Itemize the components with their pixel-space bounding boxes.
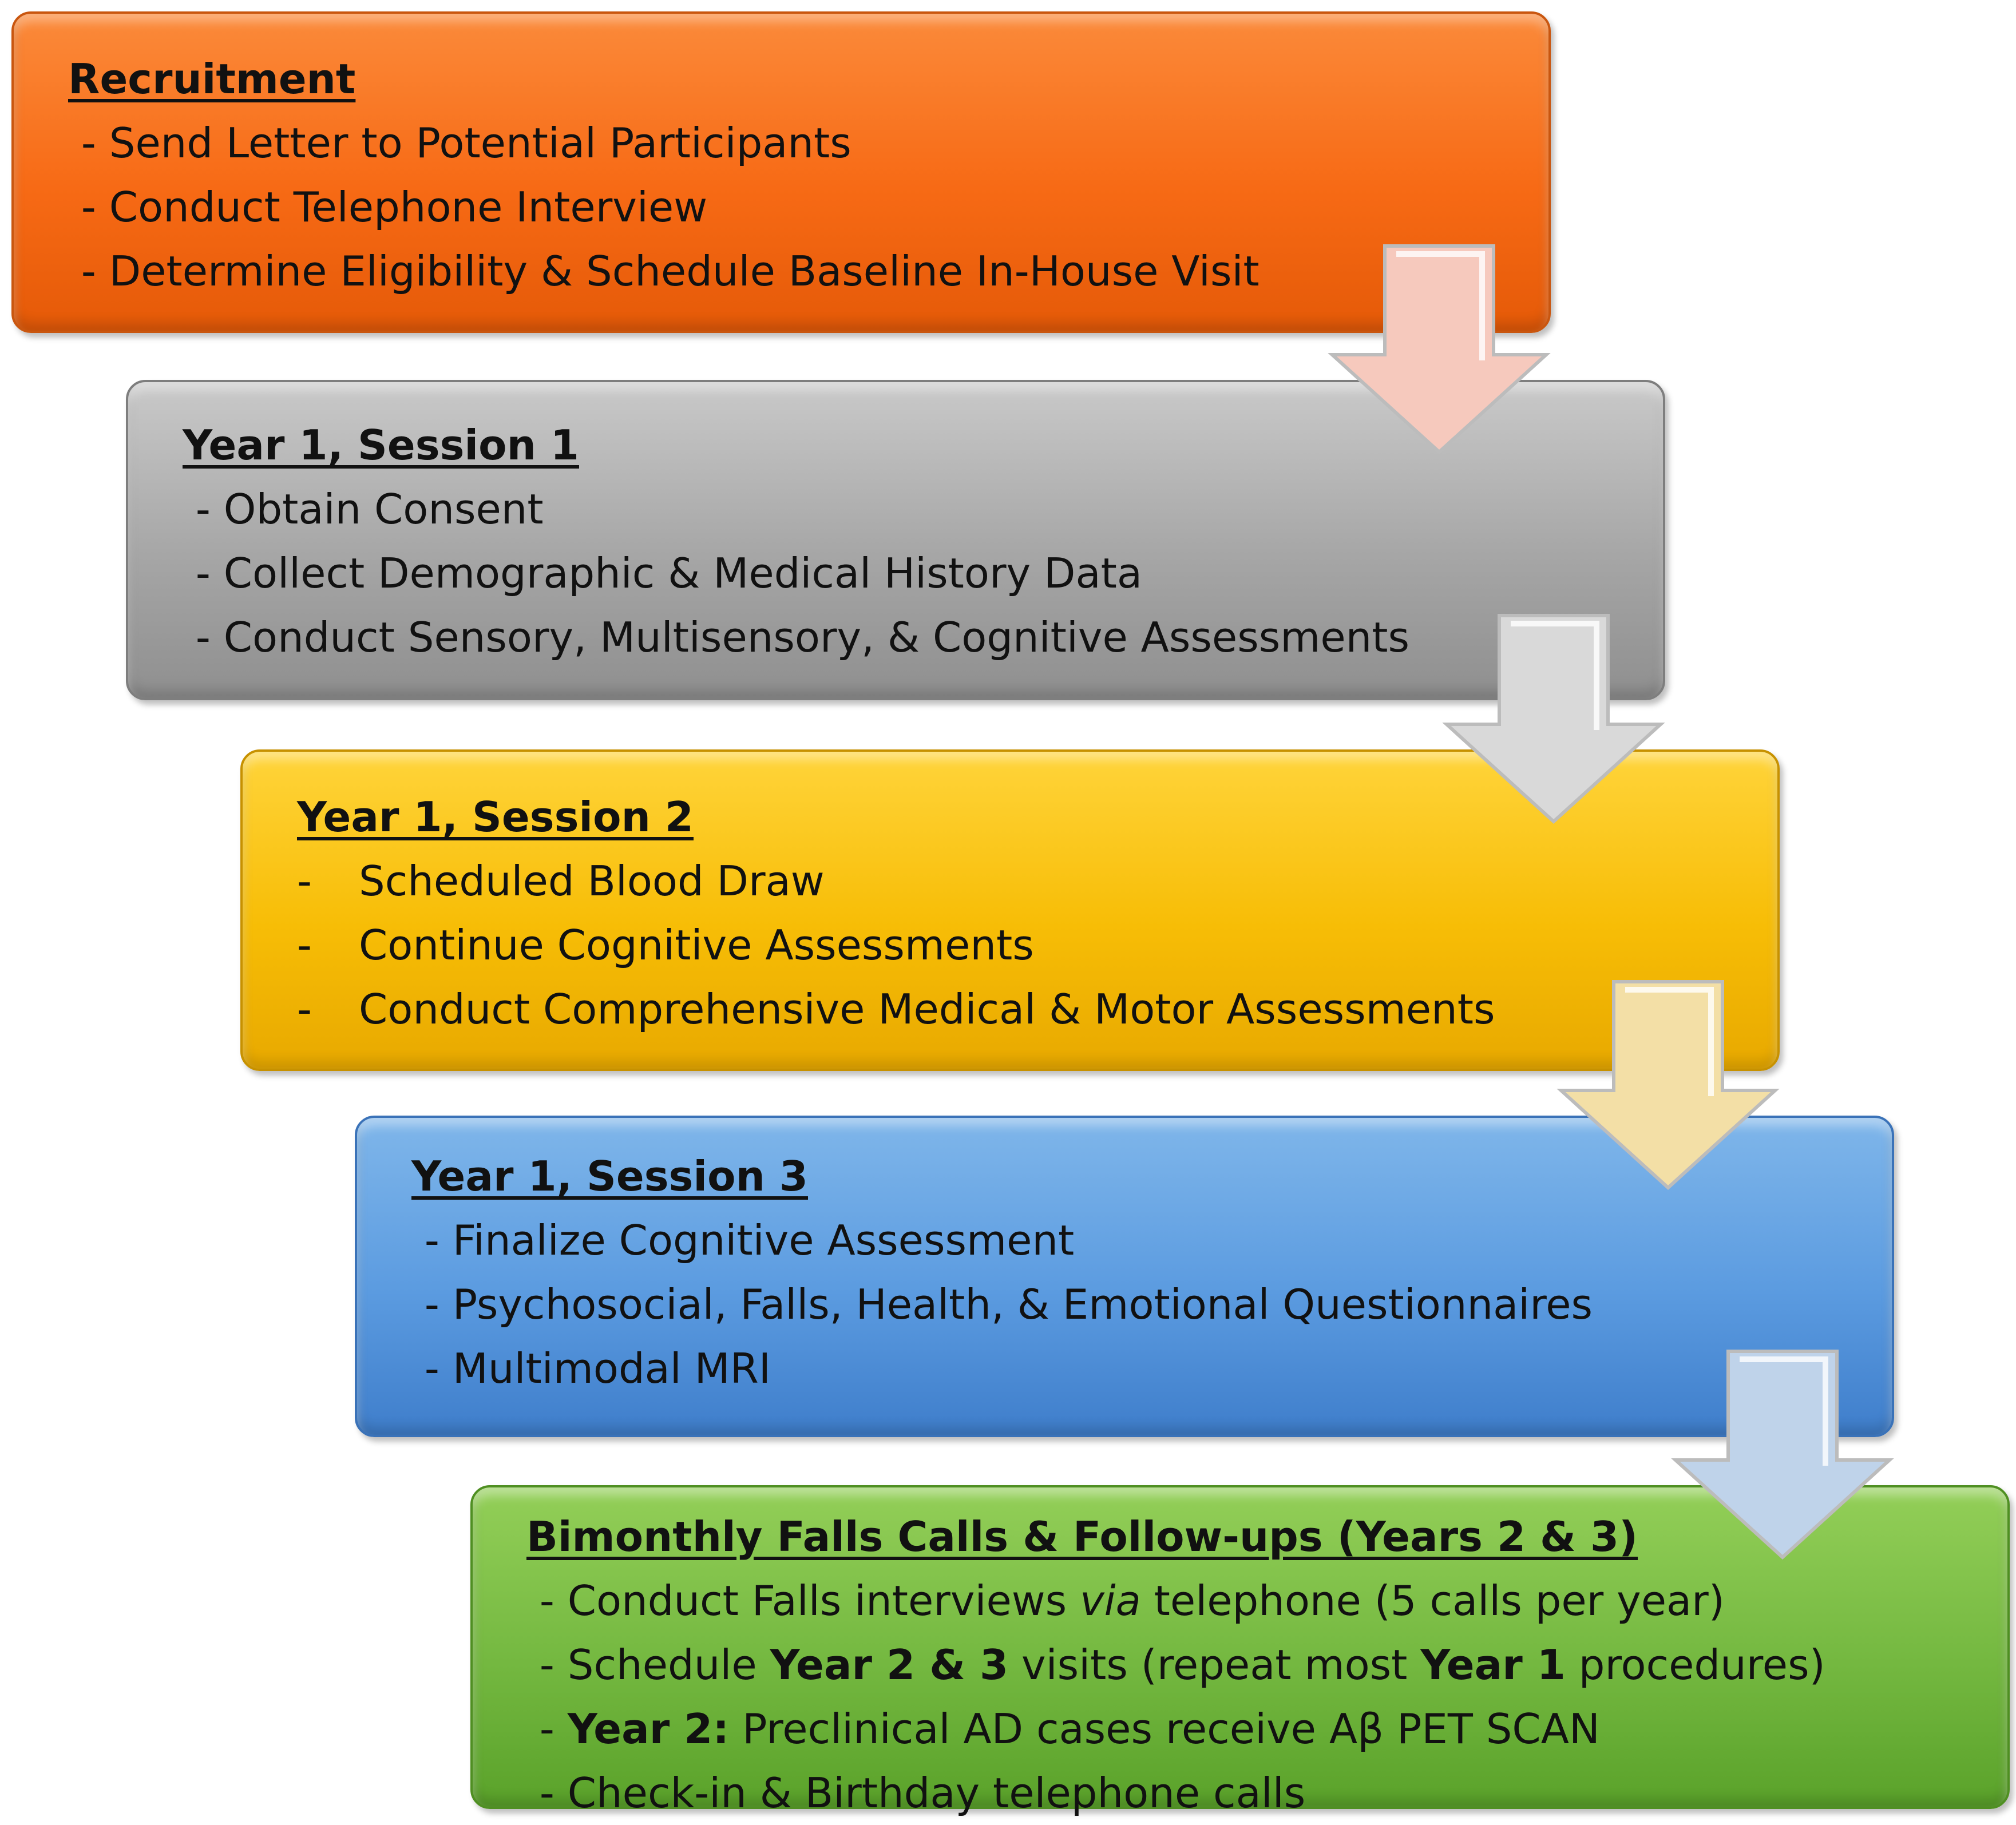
list-bullet-dash: - bbox=[526, 1705, 568, 1753]
list-item: - Send Letter to Potential Participants bbox=[68, 111, 1548, 175]
list-bullet-dash: - bbox=[526, 1641, 568, 1689]
list-bullet-dash: - bbox=[297, 985, 312, 1033]
text-run: Determine Eligibility & Schedule Baselin… bbox=[109, 247, 1259, 295]
text-run: Conduct Comprehensive Medical & Motor As… bbox=[359, 985, 1495, 1033]
list-bullet-dash: - bbox=[183, 613, 224, 661]
text-run: Year 2 & 3 bbox=[770, 1641, 1009, 1689]
list-item: -Continue Cognitive Assessments bbox=[297, 913, 1777, 977]
step-year1-session3: Year 1, Session 3 - Finalize Cognitive A… bbox=[355, 1116, 1894, 1437]
list-bullet-dash: - bbox=[68, 183, 109, 231]
list-bullet-dash: - bbox=[68, 119, 109, 167]
list-item-text: Conduct Telephone Interview bbox=[109, 175, 707, 239]
text-run: Conduct Telephone Interview bbox=[109, 183, 708, 231]
step-recruitment: Recruitment - Send Letter to Potential P… bbox=[11, 11, 1551, 333]
list-item-text: Check-in & Birthday telephone calls bbox=[568, 1761, 1305, 1825]
list-item-text: Finalize Cognitive Assessment bbox=[453, 1208, 1075, 1272]
text-run: Finalize Cognitive Assessment bbox=[452, 1216, 1075, 1264]
list-item: -Scheduled Blood Draw bbox=[297, 849, 1777, 913]
down-arrow-shape bbox=[1442, 614, 1665, 824]
list-item: - Psychosocial, Falls, Health, & Emotion… bbox=[411, 1272, 1892, 1336]
text-run: Schedule bbox=[567, 1641, 770, 1689]
list-item-text: Psychosocial, Falls, Health, & Emotional… bbox=[453, 1272, 1593, 1336]
step-year1-session1: Year 1, Session 1 - Obtain Consent - Col… bbox=[126, 380, 1665, 700]
down-arrow-shape bbox=[1556, 980, 1780, 1191]
list-item-text: Send Letter to Potential Participants bbox=[109, 111, 851, 175]
list-item: - Schedule Year 2 & 3 visits (repeat mos… bbox=[526, 1633, 2007, 1697]
text-run: Obtain Consent bbox=[223, 485, 544, 533]
list-bullet-dash: - bbox=[68, 247, 109, 295]
down-arrow-icon bbox=[1442, 614, 1665, 824]
list-item: - Collect Demographic & Medical History … bbox=[183, 541, 1663, 605]
list-item: - Check-in & Birthday telephone calls bbox=[526, 1761, 2007, 1825]
list-item: - Conduct Falls interviews via telephone… bbox=[526, 1569, 2007, 1633]
down-arrow-shape bbox=[1328, 244, 1551, 455]
list-item-text: Conduct Comprehensive Medical & Motor As… bbox=[359, 977, 1495, 1041]
list-item-text: Conduct Sensory, Multisensory, & Cogniti… bbox=[224, 605, 1409, 669]
list-item-text: Continue Cognitive Assessments bbox=[359, 913, 1034, 977]
list-bullet-dash: - bbox=[297, 857, 312, 905]
list-bullet-dash: - bbox=[183, 485, 224, 533]
list-item: - Conduct Telephone Interview bbox=[68, 175, 1548, 239]
text-run: via bbox=[1080, 1577, 1141, 1625]
list-item-text: Schedule Year 2 & 3 visits (repeat most … bbox=[568, 1633, 1825, 1697]
text-run: Collect Demographic & Medical History Da… bbox=[223, 549, 1142, 597]
list-bullet-dash: - bbox=[526, 1577, 568, 1625]
text-run: procedures) bbox=[1565, 1641, 1825, 1689]
list-item: - Determine Eligibility & Schedule Basel… bbox=[68, 239, 1548, 303]
list-item-text: Determine Eligibility & Schedule Baselin… bbox=[109, 239, 1259, 303]
list-item-text: Obtain Consent bbox=[224, 477, 544, 541]
list-bullet-dash: - bbox=[526, 1769, 568, 1817]
list-bullet-dash: - bbox=[411, 1344, 453, 1392]
step-items: - Send Letter to Potential Participants … bbox=[68, 111, 1548, 303]
step-items: -Scheduled Blood Draw-Continue Cognitive… bbox=[297, 849, 1777, 1041]
text-run: Year 1 bbox=[1420, 1641, 1566, 1689]
text-run: Scheduled Blood Draw bbox=[359, 857, 825, 905]
down-arrow-icon bbox=[1328, 244, 1551, 455]
down-arrow-icon bbox=[1556, 980, 1780, 1191]
text-run: Preclinical AD cases receive Aβ PET SCAN bbox=[729, 1705, 1600, 1753]
text-run: visits (repeat most bbox=[1008, 1641, 1421, 1689]
list-item: - Conduct Sensory, Multisensory, & Cogni… bbox=[183, 605, 1663, 669]
list-item-text: Conduct Falls interviews via telephone (… bbox=[568, 1569, 1725, 1633]
list-item-text: Year 2: Preclinical AD cases receive Aβ … bbox=[568, 1697, 1600, 1761]
list-bullet-dash: - bbox=[411, 1216, 453, 1264]
list-item: - Obtain Consent bbox=[183, 477, 1663, 541]
step-title: Recruitment bbox=[68, 55, 356, 103]
down-arrow-shape bbox=[1671, 1350, 1894, 1560]
list-bullet-dash: - bbox=[411, 1280, 453, 1328]
step-items: - Obtain Consent - Collect Demographic &… bbox=[183, 477, 1663, 669]
step-followups: Bimonthly Falls Calls & Follow-ups (Year… bbox=[470, 1485, 2010, 1817]
text-run: Multimodal MRI bbox=[452, 1344, 771, 1392]
text-run: Send Letter to Potential Participants bbox=[109, 119, 851, 167]
list-item: - Year 2: Preclinical AD cases receive A… bbox=[526, 1697, 2007, 1761]
list-item: -Conduct Comprehensive Medical & Motor A… bbox=[297, 977, 1777, 1041]
list-item: - Multimodal MRI bbox=[411, 1336, 1892, 1401]
step-title: Year 1, Session 2 bbox=[297, 793, 694, 841]
list-item-text: Collect Demographic & Medical History Da… bbox=[224, 541, 1142, 605]
step-items: - Finalize Cognitive Assessment - Psycho… bbox=[411, 1208, 1892, 1401]
text-run: Year 2: bbox=[567, 1705, 730, 1753]
text-run: Check-in & Birthday telephone calls bbox=[567, 1769, 1306, 1817]
step-year1-session2: Year 1, Session 2 -Scheduled Blood Draw-… bbox=[240, 749, 1780, 1071]
list-item-text: Multimodal MRI bbox=[453, 1336, 771, 1401]
text-run: Conduct Sensory, Multisensory, & Cogniti… bbox=[223, 613, 1410, 661]
step-items: - Conduct Falls interviews via telephone… bbox=[526, 1569, 2007, 1825]
text-run: Continue Cognitive Assessments bbox=[359, 921, 1034, 969]
text-run: telephone (5 calls per year) bbox=[1140, 1577, 1725, 1625]
text-run: Conduct Falls interviews bbox=[567, 1577, 1080, 1625]
step-title: Bimonthly Falls Calls & Follow-ups (Year… bbox=[526, 1513, 1638, 1561]
step-title: Year 1, Session 3 bbox=[411, 1152, 808, 1200]
step-title: Year 1, Session 1 bbox=[183, 421, 579, 469]
list-item-text: Scheduled Blood Draw bbox=[359, 849, 825, 913]
list-bullet-dash: - bbox=[183, 549, 224, 597]
text-run: Psychosocial, Falls, Health, & Emotional… bbox=[452, 1280, 1593, 1328]
list-bullet-dash: - bbox=[297, 921, 312, 969]
list-item: - Finalize Cognitive Assessment bbox=[411, 1208, 1892, 1272]
down-arrow-icon bbox=[1671, 1350, 1894, 1560]
